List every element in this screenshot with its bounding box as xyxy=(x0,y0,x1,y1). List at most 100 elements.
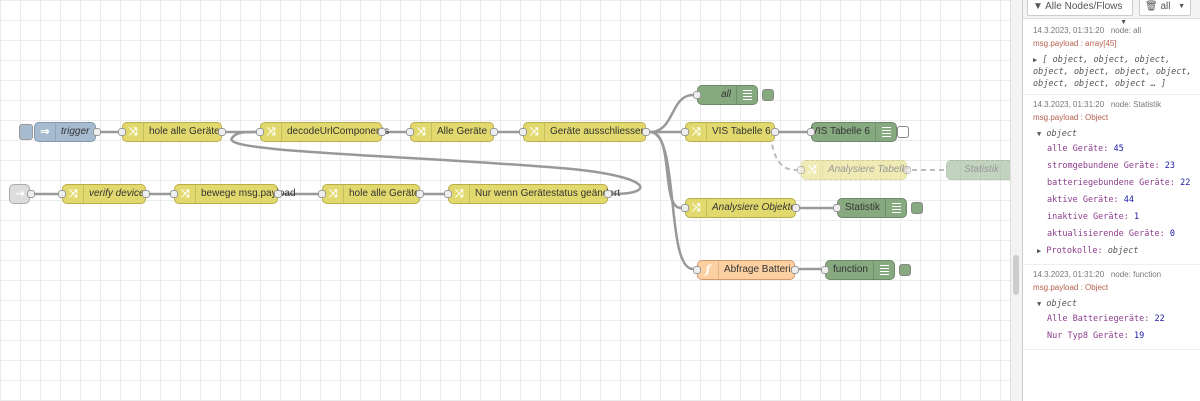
node-link-in[interactable]: ⇢ xyxy=(9,184,30,204)
node-debug-function[interactable]: function xyxy=(825,260,895,280)
output-port[interactable] xyxy=(604,190,612,198)
debug-toggle-button[interactable] xyxy=(762,89,774,101)
debug-toggle-button[interactable] xyxy=(899,264,911,276)
input-port[interactable] xyxy=(693,91,701,99)
clear-dropdown[interactable]: 🗑 all ▼ xyxy=(1139,0,1191,16)
caret-right-icon[interactable]: ▶ xyxy=(1033,56,1038,64)
node-label: Statistik xyxy=(844,202,880,213)
node-label: hole alle Geräte xyxy=(349,188,420,199)
output-port[interactable] xyxy=(378,128,386,136)
wires xyxy=(34,93,944,271)
debug-message[interactable]: 14.3.2023, 01:31:20 node: Statistik msg.… xyxy=(1023,95,1200,265)
node-vis-tabelle-6[interactable]: ⤨ VIS Tabelle 6 xyxy=(685,122,775,142)
node-hole-alle-geraete-2[interactable]: ⤨ hole alle Geräte xyxy=(322,184,420,204)
message-topic: msg.payload : Object xyxy=(1033,283,1109,292)
filter-icon: ▼ xyxy=(1033,1,1043,12)
node-trigger[interactable]: ⇒ trigger xyxy=(34,122,96,142)
output-port[interactable] xyxy=(771,128,779,136)
node-abfrage-batterie[interactable]: ƒ Abfrage Batterie xyxy=(697,260,797,280)
property-row-collapsed[interactable]: ▶ Protokolle: object xyxy=(1037,246,1139,256)
debug-message[interactable]: 14.3.2023, 01:31:20 node: all msg.payloa… xyxy=(1023,19,1200,95)
input-port[interactable] xyxy=(256,128,264,136)
debug-toggle-button[interactable] xyxy=(911,202,923,214)
node-label: Abfrage Batterie xyxy=(724,264,797,275)
object-root[interactable]: ▼ object xyxy=(1037,129,1078,139)
node-label: trigger xyxy=(61,126,90,137)
property-row: aktualisierende Geräte: 0 xyxy=(1047,229,1175,239)
output-port[interactable] xyxy=(93,128,101,136)
node-bewege-payload[interactable]: ⤨ bewege msg.payload xyxy=(174,184,296,204)
output-port[interactable] xyxy=(792,204,800,212)
node-label: Alle Geräte xyxy=(437,126,488,137)
disabled-wire xyxy=(769,135,798,171)
output-port[interactable] xyxy=(791,266,799,274)
scrollbar-thumb[interactable] xyxy=(1013,255,1019,295)
trash-icon: 🗑 xyxy=(1145,1,1158,12)
caret-down-icon[interactable]: ▼ xyxy=(1037,130,1042,138)
node-debug-statistik[interactable]: Statistik xyxy=(837,198,907,218)
input-port[interactable] xyxy=(797,166,805,174)
node-verify-device[interactable]: ⤨ verify device xyxy=(62,184,146,204)
node-label: verify device xyxy=(89,188,145,199)
input-port[interactable] xyxy=(519,128,527,136)
node-vis-tabelle-6-out[interactable]: VIS Tabelle 6 xyxy=(811,122,897,142)
output-port[interactable] xyxy=(274,190,282,198)
input-port[interactable] xyxy=(444,190,452,198)
message-node: node: all xyxy=(1110,26,1142,35)
node-geraete-ausschliessen[interactable]: ⤨ Geräte ausschliessen xyxy=(523,122,646,142)
debug-sidebar: ▼ Alle Nodes/Flows ▼ 🗑 all ▼ 14.3.2023, … xyxy=(1022,0,1200,401)
object-root[interactable]: ▼ object xyxy=(1037,299,1078,309)
input-port[interactable] xyxy=(681,204,689,212)
debug-message[interactable]: 14.3.2023, 01:31:20 node: function msg.p… xyxy=(1023,265,1200,350)
input-port[interactable] xyxy=(406,128,414,136)
message-timestamp: 14.3.2023, 01:31:20 xyxy=(1033,26,1105,35)
caret-right-icon[interactable]: ▶ xyxy=(1037,247,1042,255)
chevron-down-icon: ▼ xyxy=(1120,19,1127,26)
node-analysiere-objekte[interactable]: ⤨ Analysiere Objekte xyxy=(685,198,796,218)
node-alle-geraete[interactable]: ⤨ Alle Geräte xyxy=(410,122,494,142)
node-analysiere-tabelle[interactable]: ⤨ Analysiere Tabelle xyxy=(801,160,909,180)
output-port[interactable] xyxy=(490,128,498,136)
caret-down-icon[interactable]: ▼ xyxy=(1037,300,1042,308)
input-port[interactable] xyxy=(693,266,701,274)
input-port[interactable] xyxy=(681,128,689,136)
message-topic: msg.payload : array[45] xyxy=(1033,39,1117,48)
input-port[interactable] xyxy=(58,190,66,198)
input-port[interactable] xyxy=(821,266,829,274)
node-decode-url-components[interactable]: ⤨ decodeUrlComponents xyxy=(260,122,389,142)
input-port[interactable] xyxy=(318,190,326,198)
node-statistik-disabled[interactable]: Statistik xyxy=(946,160,1010,180)
node-debug-all[interactable]: all xyxy=(697,85,758,105)
input-port[interactable] xyxy=(118,128,126,136)
node-hole-alle-geraete[interactable]: ⤨ hole alle Geräte xyxy=(122,122,222,142)
input-port[interactable] xyxy=(170,190,178,198)
output-port[interactable] xyxy=(642,128,650,136)
node-label: VIS Tabelle 6 xyxy=(811,126,870,137)
shuffle-icon: ⤨ xyxy=(411,123,432,141)
output-port[interactable] xyxy=(27,190,35,198)
shuffle-icon: ⤨ xyxy=(802,161,823,179)
workspace-scrollbar[interactable] xyxy=(1010,0,1022,401)
output-port[interactable] xyxy=(903,166,911,174)
output-port[interactable] xyxy=(142,190,150,198)
flow-workspace[interactable]: ⇒ trigger ⤨ hole alle Geräte ⤨ decodeUrl… xyxy=(0,0,1010,401)
clear-label: all xyxy=(1160,1,1171,12)
output-port[interactable] xyxy=(416,190,424,198)
input-port[interactable] xyxy=(833,204,841,212)
output-toggle-button[interactable] xyxy=(897,126,909,138)
shuffle-icon: ⤨ xyxy=(524,123,545,141)
output-port[interactable] xyxy=(218,128,226,136)
property-row: aktive Geräte: 44 xyxy=(1047,195,1135,205)
input-port[interactable] xyxy=(807,128,815,136)
function-icon: ƒ xyxy=(698,261,719,279)
wire xyxy=(230,130,642,196)
inject-button[interactable] xyxy=(19,124,33,140)
arrow-right-icon: ⇒ xyxy=(35,123,56,141)
message-node: node: function xyxy=(1110,270,1162,279)
shuffle-icon: ⤨ xyxy=(63,185,84,203)
filter-dropdown[interactable]: ▼ Alle Nodes/Flows ▼ xyxy=(1027,0,1133,26)
node-label: Nur wenn Gerätestatus geändert xyxy=(475,188,621,199)
message-timestamp: 14.3.2023, 01:31:20 xyxy=(1033,100,1105,109)
node-nur-wenn-geraetestatus[interactable]: ⤨ Nur wenn Gerätestatus geändert xyxy=(448,184,620,204)
node-label: Geräte ausschliessen xyxy=(550,126,647,137)
